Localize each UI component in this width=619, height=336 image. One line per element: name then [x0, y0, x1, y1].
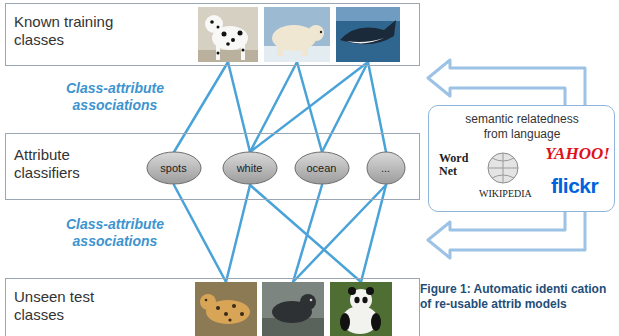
association-lines: [250, 62, 368, 152]
dalmatian-photo: [226, 42, 230, 46]
dalmatian-photo: [216, 44, 220, 60]
leopard-photo: [195, 282, 257, 336]
box-heading: semantic relatedness from language: [457, 112, 587, 142]
seal-photo: [300, 294, 316, 310]
dalmatian-photo: [231, 38, 235, 42]
block-arrow: [428, 211, 585, 258]
ellipse-outline: [295, 152, 349, 184]
attribute-ellipse: spots: [146, 151, 202, 185]
block-arrow: [428, 60, 585, 106]
seal-photo: [262, 282, 324, 336]
leopard-photo: [224, 312, 228, 316]
dalmatian-photo: [242, 49, 245, 52]
band-title: Attribute classifiers: [14, 146, 132, 182]
source-box: semantic relatedness from languageWord N…: [428, 105, 615, 212]
leopard-photo: [240, 312, 244, 316]
ellipse-outline: [223, 152, 277, 184]
dalmatian-photo: [198, 7, 258, 62]
panda-photo: [354, 297, 359, 303]
attribute-ellipse: ...: [366, 151, 406, 185]
polar-bear-photo: [264, 7, 330, 62]
logo-text: flickr: [551, 174, 598, 198]
panda-photo: [366, 287, 374, 295]
association-label: Class-attribute associations: [50, 216, 180, 250]
polar-bear-photo: [320, 31, 322, 33]
seal-photo: [310, 299, 313, 302]
whale-photo: [346, 38, 384, 43]
logo-text: Word Net: [439, 152, 475, 178]
leopard-photo: [228, 318, 231, 321]
polar-bear-photo: [277, 44, 283, 56]
dalmatian-photo: [205, 15, 223, 33]
leopard-photo: [216, 306, 220, 310]
panda-photo: [348, 287, 356, 295]
association-lines: [228, 62, 250, 152]
dalmatian-photo: [210, 20, 214, 24]
whale-photo: [336, 7, 400, 21]
seal-photo: [262, 282, 324, 336]
band-title: Known training classes: [14, 13, 132, 49]
globe-logo: [488, 153, 518, 183]
band-title: Unseen test classes: [14, 288, 132, 324]
logo-text: YAHOO!: [545, 144, 610, 164]
association-lines: [174, 62, 386, 282]
class-band: Known training classes: [5, 3, 420, 66]
dalmatian-photo: [222, 32, 227, 37]
association-label: Class-attribute associations: [50, 80, 180, 114]
attribute-name: white: [237, 162, 263, 174]
classifier-band: spots white ocean... Attribute classifiers: [5, 133, 420, 200]
globe-logo: [488, 153, 518, 183]
ellipse-outline: [367, 152, 405, 184]
whale-photo: [340, 20, 396, 44]
class-band: Unseen test classes: [5, 278, 420, 336]
whale-photo: [336, 7, 400, 62]
panda-photo: [362, 297, 367, 303]
association-lines: [174, 62, 228, 152]
polar-bear-photo: [308, 25, 324, 41]
figure-caption: Figure 1: Automatic identi cation of re-…: [420, 282, 614, 312]
attribute-ellipse: white: [222, 151, 278, 185]
dalmatian-photo: [241, 44, 245, 60]
attribute-ellipse: ocean: [294, 151, 350, 185]
polar-bear-photo: [302, 44, 308, 56]
whale-photo: [336, 7, 400, 62]
panda-photo: [330, 282, 392, 336]
leopard-photo: [205, 299, 208, 302]
panda-photo: [371, 313, 381, 331]
polar-bear-photo: [264, 7, 330, 62]
leopard-photo: [200, 294, 216, 310]
attribute-name: spots: [160, 162, 186, 174]
attribute-name: ...: [381, 162, 390, 174]
logo-text: WIKIPEDIA: [479, 188, 532, 199]
dalmatian-photo: [217, 52, 220, 55]
leopard-photo: [232, 304, 236, 308]
dalmatian-photo: [198, 50, 258, 62]
attribute-name: ocean: [307, 162, 337, 174]
association-lines: [368, 62, 386, 152]
association-lines: [250, 62, 297, 152]
dalmatian-photo: [198, 7, 258, 62]
dalmatian-photo: [217, 26, 220, 29]
leopard-photo: [195, 282, 257, 336]
association-lines: [322, 62, 368, 152]
panda-photo: [330, 282, 392, 336]
dalmatian-photo: [238, 31, 243, 36]
ellipse-outline: [147, 152, 201, 184]
panda-photo: [340, 313, 350, 331]
